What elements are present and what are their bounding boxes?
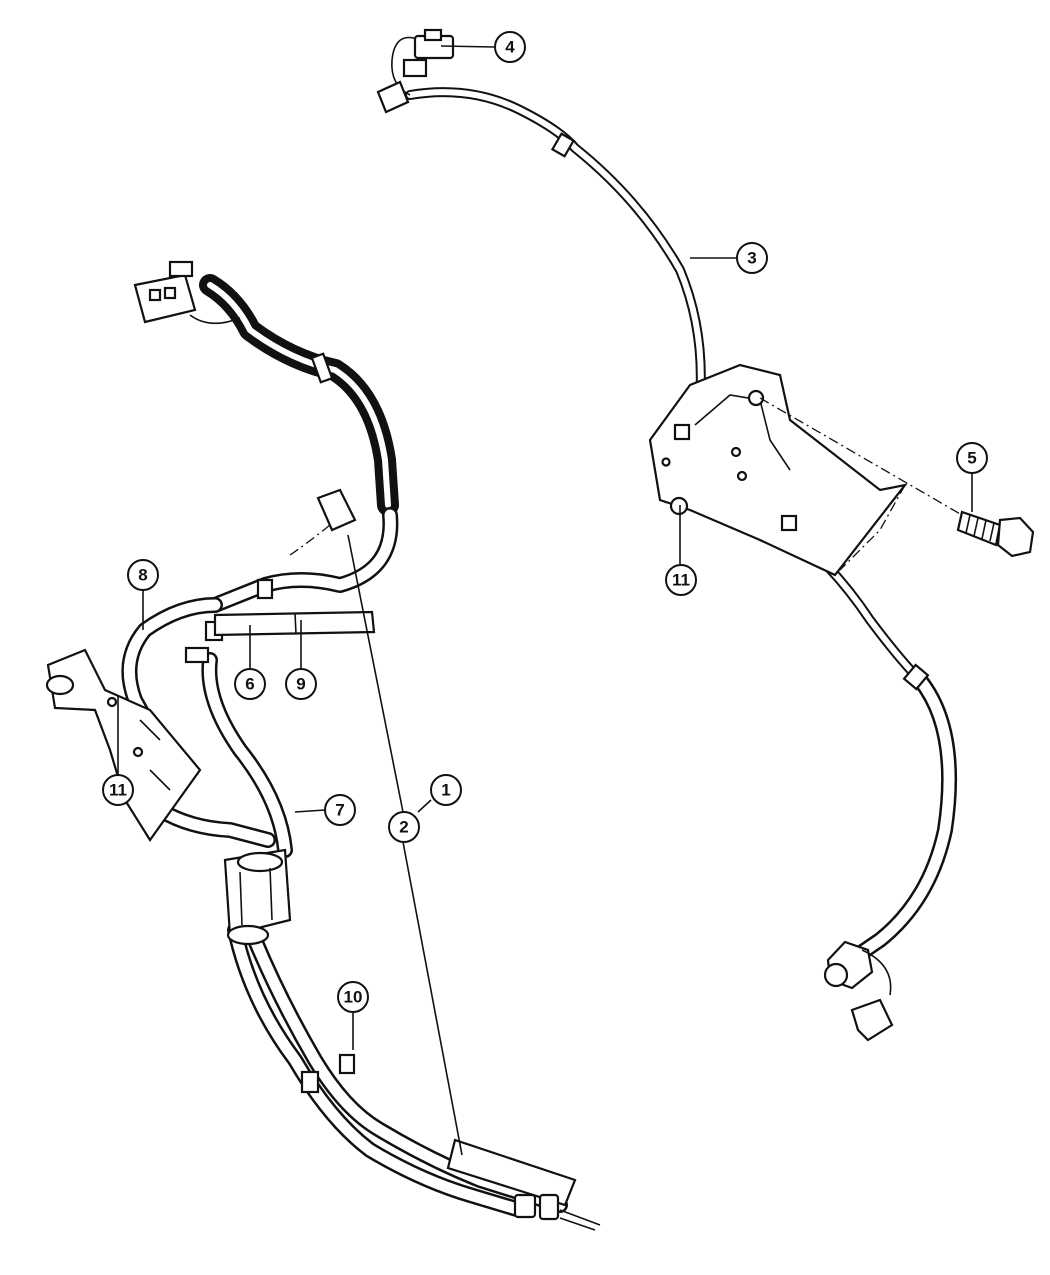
leader-lines <box>117 45 973 1156</box>
connector-4 <box>376 28 455 114</box>
svg-text:4: 4 <box>505 38 515 57</box>
svg-text:3: 3 <box>747 249 756 268</box>
svg-text:9: 9 <box>296 675 305 694</box>
callout-11-left: 11 <box>102 774 134 806</box>
callout-3: 3 <box>736 242 768 274</box>
svg-text:10: 10 <box>344 988 363 1007</box>
svg-text:11: 11 <box>672 571 690 590</box>
callout-1: 1 <box>430 774 462 806</box>
callout-6: 6 <box>234 668 266 700</box>
svg-text:7: 7 <box>335 801 344 820</box>
callout-7: 7 <box>324 794 356 826</box>
svg-text:5: 5 <box>967 449 976 468</box>
svg-text:6: 6 <box>245 675 254 694</box>
callout-9: 9 <box>285 668 317 700</box>
mid-connector <box>289 488 357 556</box>
callout-11-right: 11 <box>665 564 697 596</box>
harness-connector <box>133 260 241 325</box>
mounting-bracket <box>648 363 908 577</box>
bolt-5 <box>759 397 1035 571</box>
tube-9 <box>213 610 376 637</box>
wheel-sensor <box>823 940 894 1042</box>
left-bracket <box>45 648 202 842</box>
callout-5: 5 <box>956 442 988 474</box>
junction-block <box>223 848 292 946</box>
callout-8: 8 <box>127 559 159 591</box>
svg-text:8: 8 <box>138 566 147 585</box>
callout-2: 2 <box>388 811 420 843</box>
svg-text:1: 1 <box>441 781 450 800</box>
main-harness <box>121 274 601 1231</box>
callout-10: 10 <box>337 981 369 1013</box>
callout-4: 4 <box>494 31 526 63</box>
svg-text:11: 11 <box>109 781 127 800</box>
svg-text:2: 2 <box>399 818 408 837</box>
